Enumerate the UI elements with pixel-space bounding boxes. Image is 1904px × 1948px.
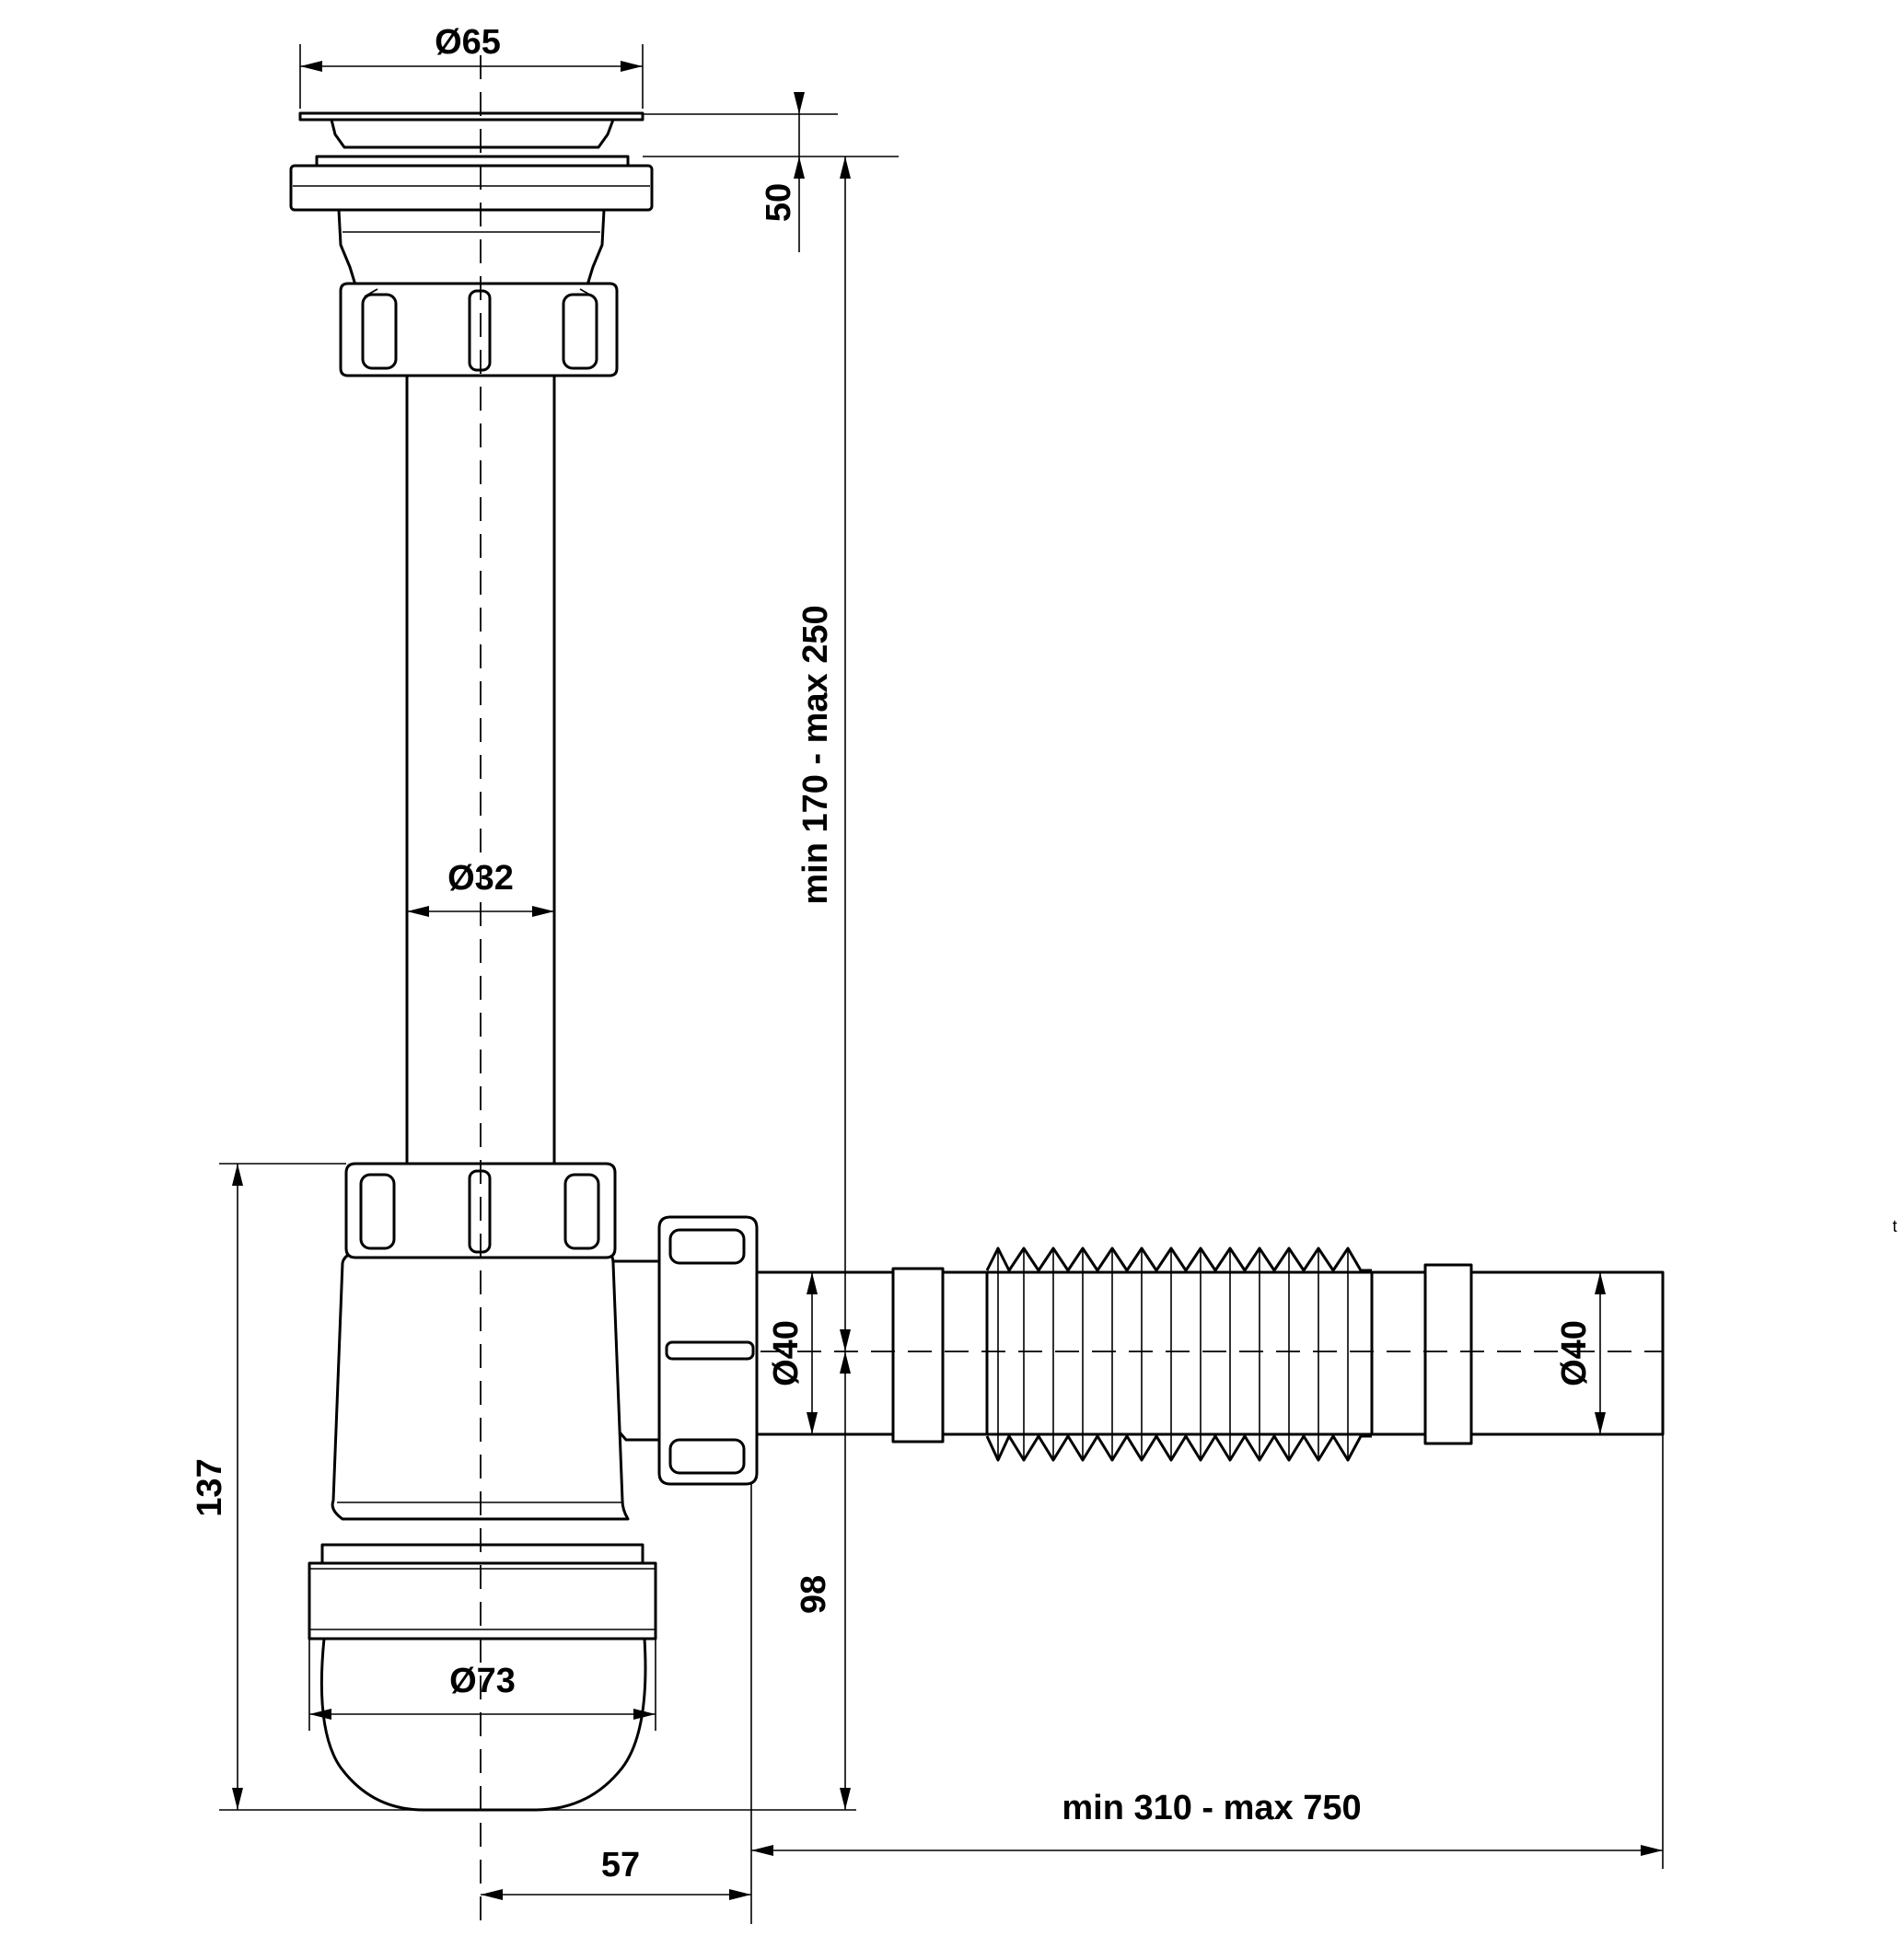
bottle-diameter-label: Ø73	[449, 1662, 516, 1700]
outlet-offset-label: 57	[601, 1846, 640, 1884]
outlet-end-diameter-label: Ø40	[1555, 1320, 1594, 1386]
center-lines	[480, 55, 1663, 1933]
outlet-diameter-label: Ø40	[767, 1320, 806, 1386]
outlet-height-label: 98	[795, 1575, 833, 1614]
flange-diameter-label: Ø65	[435, 23, 501, 62]
pipe-diameter-label: Ø32	[447, 859, 514, 898]
extension-lines	[219, 44, 1664, 1924]
flexible-outlet-hose	[755, 1246, 1665, 1462]
outlet-union-nut	[657, 1215, 759, 1486]
flange-height-label: 50	[760, 183, 798, 222]
adjustable-length-label: min 310 - max 750	[1062, 1789, 1361, 1827]
dimension-labels: Ø65 50 Ø32 min 170 - max 250 137 98 Ø73 …	[191, 23, 1898, 1884]
top-strainer-flange	[289, 111, 654, 293]
stray-mark: t	[1892, 1217, 1897, 1235]
adjustable-height-label: min 170 - max 250	[796, 605, 835, 904]
dimension-lines	[232, 61, 1663, 1900]
upper-union-nut	[339, 282, 619, 377]
bottle-trap-body	[308, 1250, 665, 1812]
bottle-height-label: 137	[191, 1458, 229, 1516]
